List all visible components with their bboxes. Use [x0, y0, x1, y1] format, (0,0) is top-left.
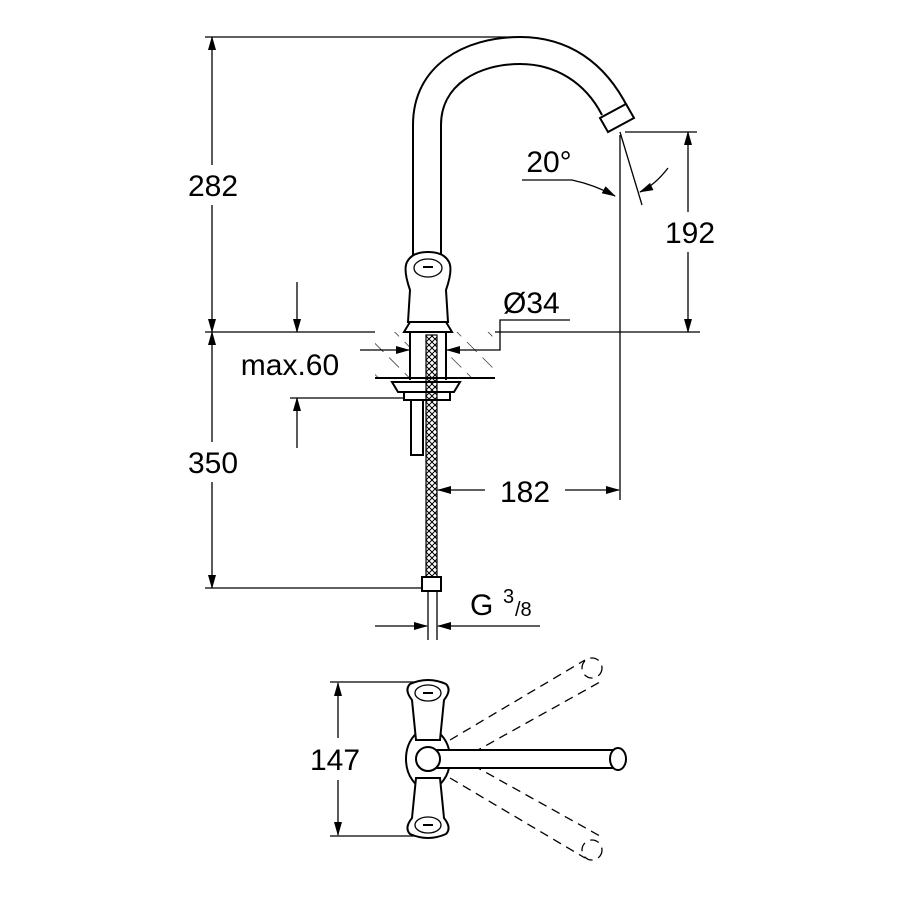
dimension-label-350: 350: [188, 447, 238, 480]
dimension-max-60: max.60: [241, 282, 404, 448]
dimension-label-147: 147: [310, 744, 360, 777]
dimension-diameter-34: Ø34: [360, 287, 570, 354]
dimension-label-182: 182: [500, 476, 550, 509]
dimension-label-192: 192: [665, 217, 715, 250]
dimension-label-282: 282: [188, 170, 238, 203]
reference-lines: [205, 36, 700, 640]
aerator-nozzle: [598, 102, 636, 134]
hose-nut: [421, 576, 442, 592]
top-spout-arm: [429, 749, 616, 769]
thread-label-denominator: /8: [515, 599, 532, 621]
thread-label-numerator: 3: [503, 586, 514, 608]
top-view: 147: [310, 657, 627, 861]
thread-label-prefix: G: [470, 589, 493, 622]
dimension-angle-20: 20°: [522, 146, 669, 197]
dimension-192: 192: [665, 131, 715, 333]
dimension-182: 182: [437, 476, 620, 509]
dimension-282: 282: [188, 36, 238, 333]
dimension-thread-g38: G 3 /8: [375, 586, 540, 630]
top-handle-lower: [406, 777, 450, 839]
dimension-label-angle: 20°: [526, 146, 571, 179]
flexible-hose: [421, 334, 442, 592]
dimension-label-max-60: max.60: [241, 349, 339, 382]
top-handle-upper: [406, 679, 450, 741]
supply-pipe: [410, 399, 424, 456]
dimension-350: 350: [188, 331, 238, 589]
dimension-label-diameter: Ø34: [503, 287, 560, 320]
spout: [412, 35, 636, 258]
faucet-body: [402, 250, 454, 333]
handle: [404, 250, 452, 323]
